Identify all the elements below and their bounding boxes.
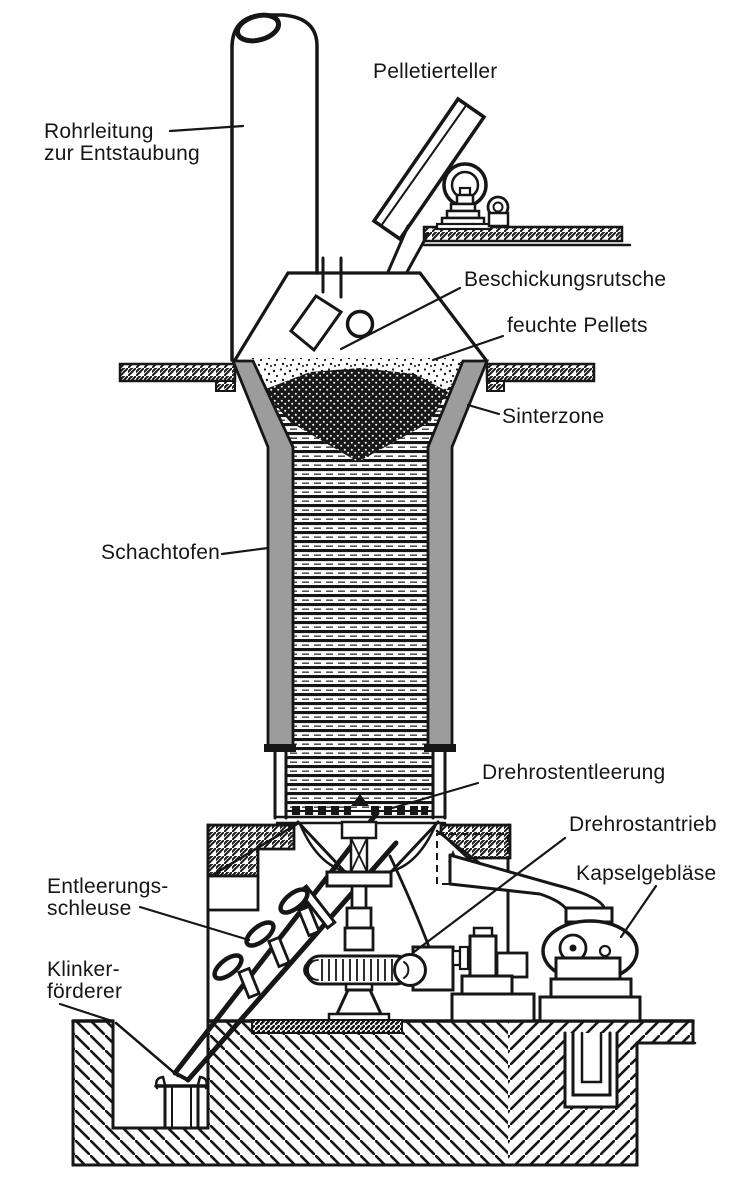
support-strut — [209, 822, 299, 878]
grate-flange — [325, 870, 393, 888]
label-klinkerfoerderer-line1: Klinker- — [47, 958, 120, 981]
pipe-gooseneck — [234, 12, 282, 44]
label-klinkerfoerderer-line2: förderer — [47, 980, 122, 1003]
label-rohrleitung-line1: Rohrleitung — [44, 120, 154, 143]
pelletizer-platform — [422, 225, 624, 243]
foundation-outline — [71, 1019, 695, 1167]
label-schachtofen: Schachtofen — [101, 541, 220, 564]
labels: Rohrleitung zur Entstaubung Pelletiertel… — [44, 60, 717, 1003]
wall-cap-left — [264, 744, 296, 752]
label-rohrleitung-line2: zur Entstaubung — [44, 142, 200, 165]
label-drehrostantrieb: Drehrostantrieb — [569, 813, 717, 836]
dedusting-pipe — [230, 12, 319, 362]
charging-floor — [118, 362, 596, 392]
feed-chute — [288, 293, 344, 353]
furnace-hood — [233, 256, 488, 362]
pelletizer-pan — [371, 96, 487, 242]
label-entleerungsschleuse-line1: Entleerungs- — [47, 875, 168, 898]
discharge-housing — [206, 822, 512, 1023]
label-entleerungsschleuse-line2: schleuse — [47, 897, 131, 920]
label-drehrostentleerung: Drehrostentleerung — [482, 761, 665, 784]
lock-pocket — [244, 920, 276, 948]
lock-pocket — [278, 887, 310, 915]
clinker-conveyor-bucket — [154, 1075, 209, 1130]
burden-layers — [253, 362, 463, 812]
shaft-furnace — [230, 358, 490, 825]
pan-discharge-duct — [386, 224, 410, 274]
rotary-grate — [292, 794, 428, 815]
lock-vane — [297, 904, 321, 938]
blower-base — [538, 995, 642, 1023]
lock-vane — [237, 966, 261, 1000]
lock-pocket — [212, 953, 244, 981]
grate-drive-motor — [468, 934, 498, 978]
leader-lines — [58, 124, 658, 1023]
grate-hub — [340, 820, 378, 840]
blower — [448, 853, 642, 1023]
label-sinterzone: Sinterzone — [502, 405, 604, 428]
pedestal-pad — [251, 1019, 403, 1034]
label-feuchte-pellets: feuchte Pellets — [507, 314, 648, 337]
housing-ledge-right — [439, 823, 512, 860]
pelletizer — [371, 96, 632, 274]
right-pit — [563, 1031, 619, 1109]
pit-guide-plate — [114, 1021, 180, 1078]
gear-pedestal — [334, 988, 384, 1016]
feed-chute-pivot — [345, 309, 375, 339]
label-beschickungsrutsche: Beschickungsrutsche — [464, 268, 666, 291]
grate-drive-assembly — [251, 820, 536, 1034]
sinter-zone-fill — [263, 368, 448, 462]
label-kapselgeblaese: Kapselgebläse — [576, 862, 716, 885]
label-pelletierteller: Pelletierteller — [373, 60, 497, 83]
foundation — [71, 1019, 697, 1167]
wall-cap-right — [424, 744, 456, 752]
moist-pellet-fill — [250, 358, 460, 394]
lock-vane — [267, 935, 291, 969]
clinker-pit — [111, 1019, 210, 1130]
